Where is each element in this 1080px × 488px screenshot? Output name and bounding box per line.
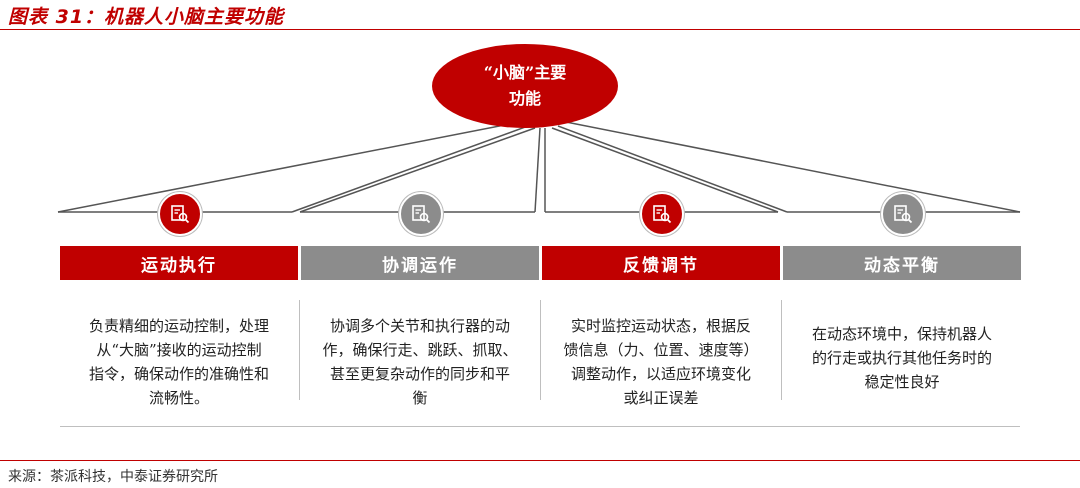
search-document-icon (881, 192, 925, 236)
bottom-divider (0, 460, 1080, 461)
description-motion-execution: 负责精细的运动控制，处理 从“大脑”接收的运动控制 指令，确保动作的准确性和 流… (64, 314, 294, 410)
source-note: 来源：茶派科技，中泰证券研究所 (8, 469, 218, 485)
function-bar-feedback: 反馈调节 (542, 246, 780, 280)
description-line: 的行走或执行其他任务时的 (811, 349, 992, 367)
connector-line (299, 127, 536, 213)
search-document-icon (399, 192, 443, 236)
connector-line (57, 121, 521, 213)
column-divider (781, 300, 782, 400)
base-divider (60, 426, 1020, 427)
description-line: 作，确保行走、跳跃、抓取、 (322, 341, 518, 359)
function-bar-coordination: 协调运作 (301, 246, 539, 280)
description-line: 馈信息（力、位置、速度等） (563, 341, 759, 359)
column-divider (540, 300, 541, 400)
figure-title: 图表 31：机器人小脑主要功能 (8, 6, 285, 28)
function-bar-motion-execution: 运动执行 (60, 246, 298, 280)
description-line: 负责精细的运动控制，处理 (88, 317, 269, 335)
description-line: 或纠正误差 (623, 389, 699, 407)
description-line: 实时监控运动状态，根据反 (570, 317, 751, 335)
center-node: “小脑”主要 功能 (432, 44, 618, 128)
connector-line (565, 121, 1021, 213)
connector-line (557, 125, 788, 213)
connector-line (551, 127, 779, 213)
top-divider (0, 29, 1080, 30)
description-line: 在动态环境中，保持机器人 (811, 325, 992, 343)
description-balance: 在动态环境中，保持机器人 的行走或执行其他任务时的 稳定性良好 (787, 322, 1017, 394)
description-coordination: 协调多个关节和执行器的动 作，确保行走、跳跃、抓取、 甚至更复杂动作的同步和平 … (305, 314, 535, 410)
center-node-line1: “小脑”主要 (483, 63, 567, 82)
description-line: 调整动作，以适应环境变化 (570, 365, 751, 383)
description-line: 指令，确保动作的准确性和 (88, 365, 269, 383)
function-bar-balance: 动态平衡 (783, 246, 1021, 280)
center-node-line2: 功能 (508, 89, 541, 108)
description-line: 稳定性良好 (864, 373, 940, 391)
search-document-icon (640, 192, 684, 236)
description-feedback: 实时监控运动状态，根据反 馈信息（力、位置、速度等） 调整动作，以适应环境变化 … (546, 314, 776, 410)
description-line: 从“大脑”接收的运动控制 (96, 341, 262, 359)
search-document-icon (158, 192, 202, 236)
description-line: 流畅性。 (148, 389, 209, 407)
description-line: 协调多个关节和执行器的动 (329, 317, 510, 335)
column-divider (299, 300, 300, 400)
description-line: 衡 (412, 389, 428, 407)
description-line: 甚至更复杂动作的同步和平 (329, 365, 510, 383)
connector-line (291, 125, 529, 213)
connector-line (534, 127, 541, 213)
